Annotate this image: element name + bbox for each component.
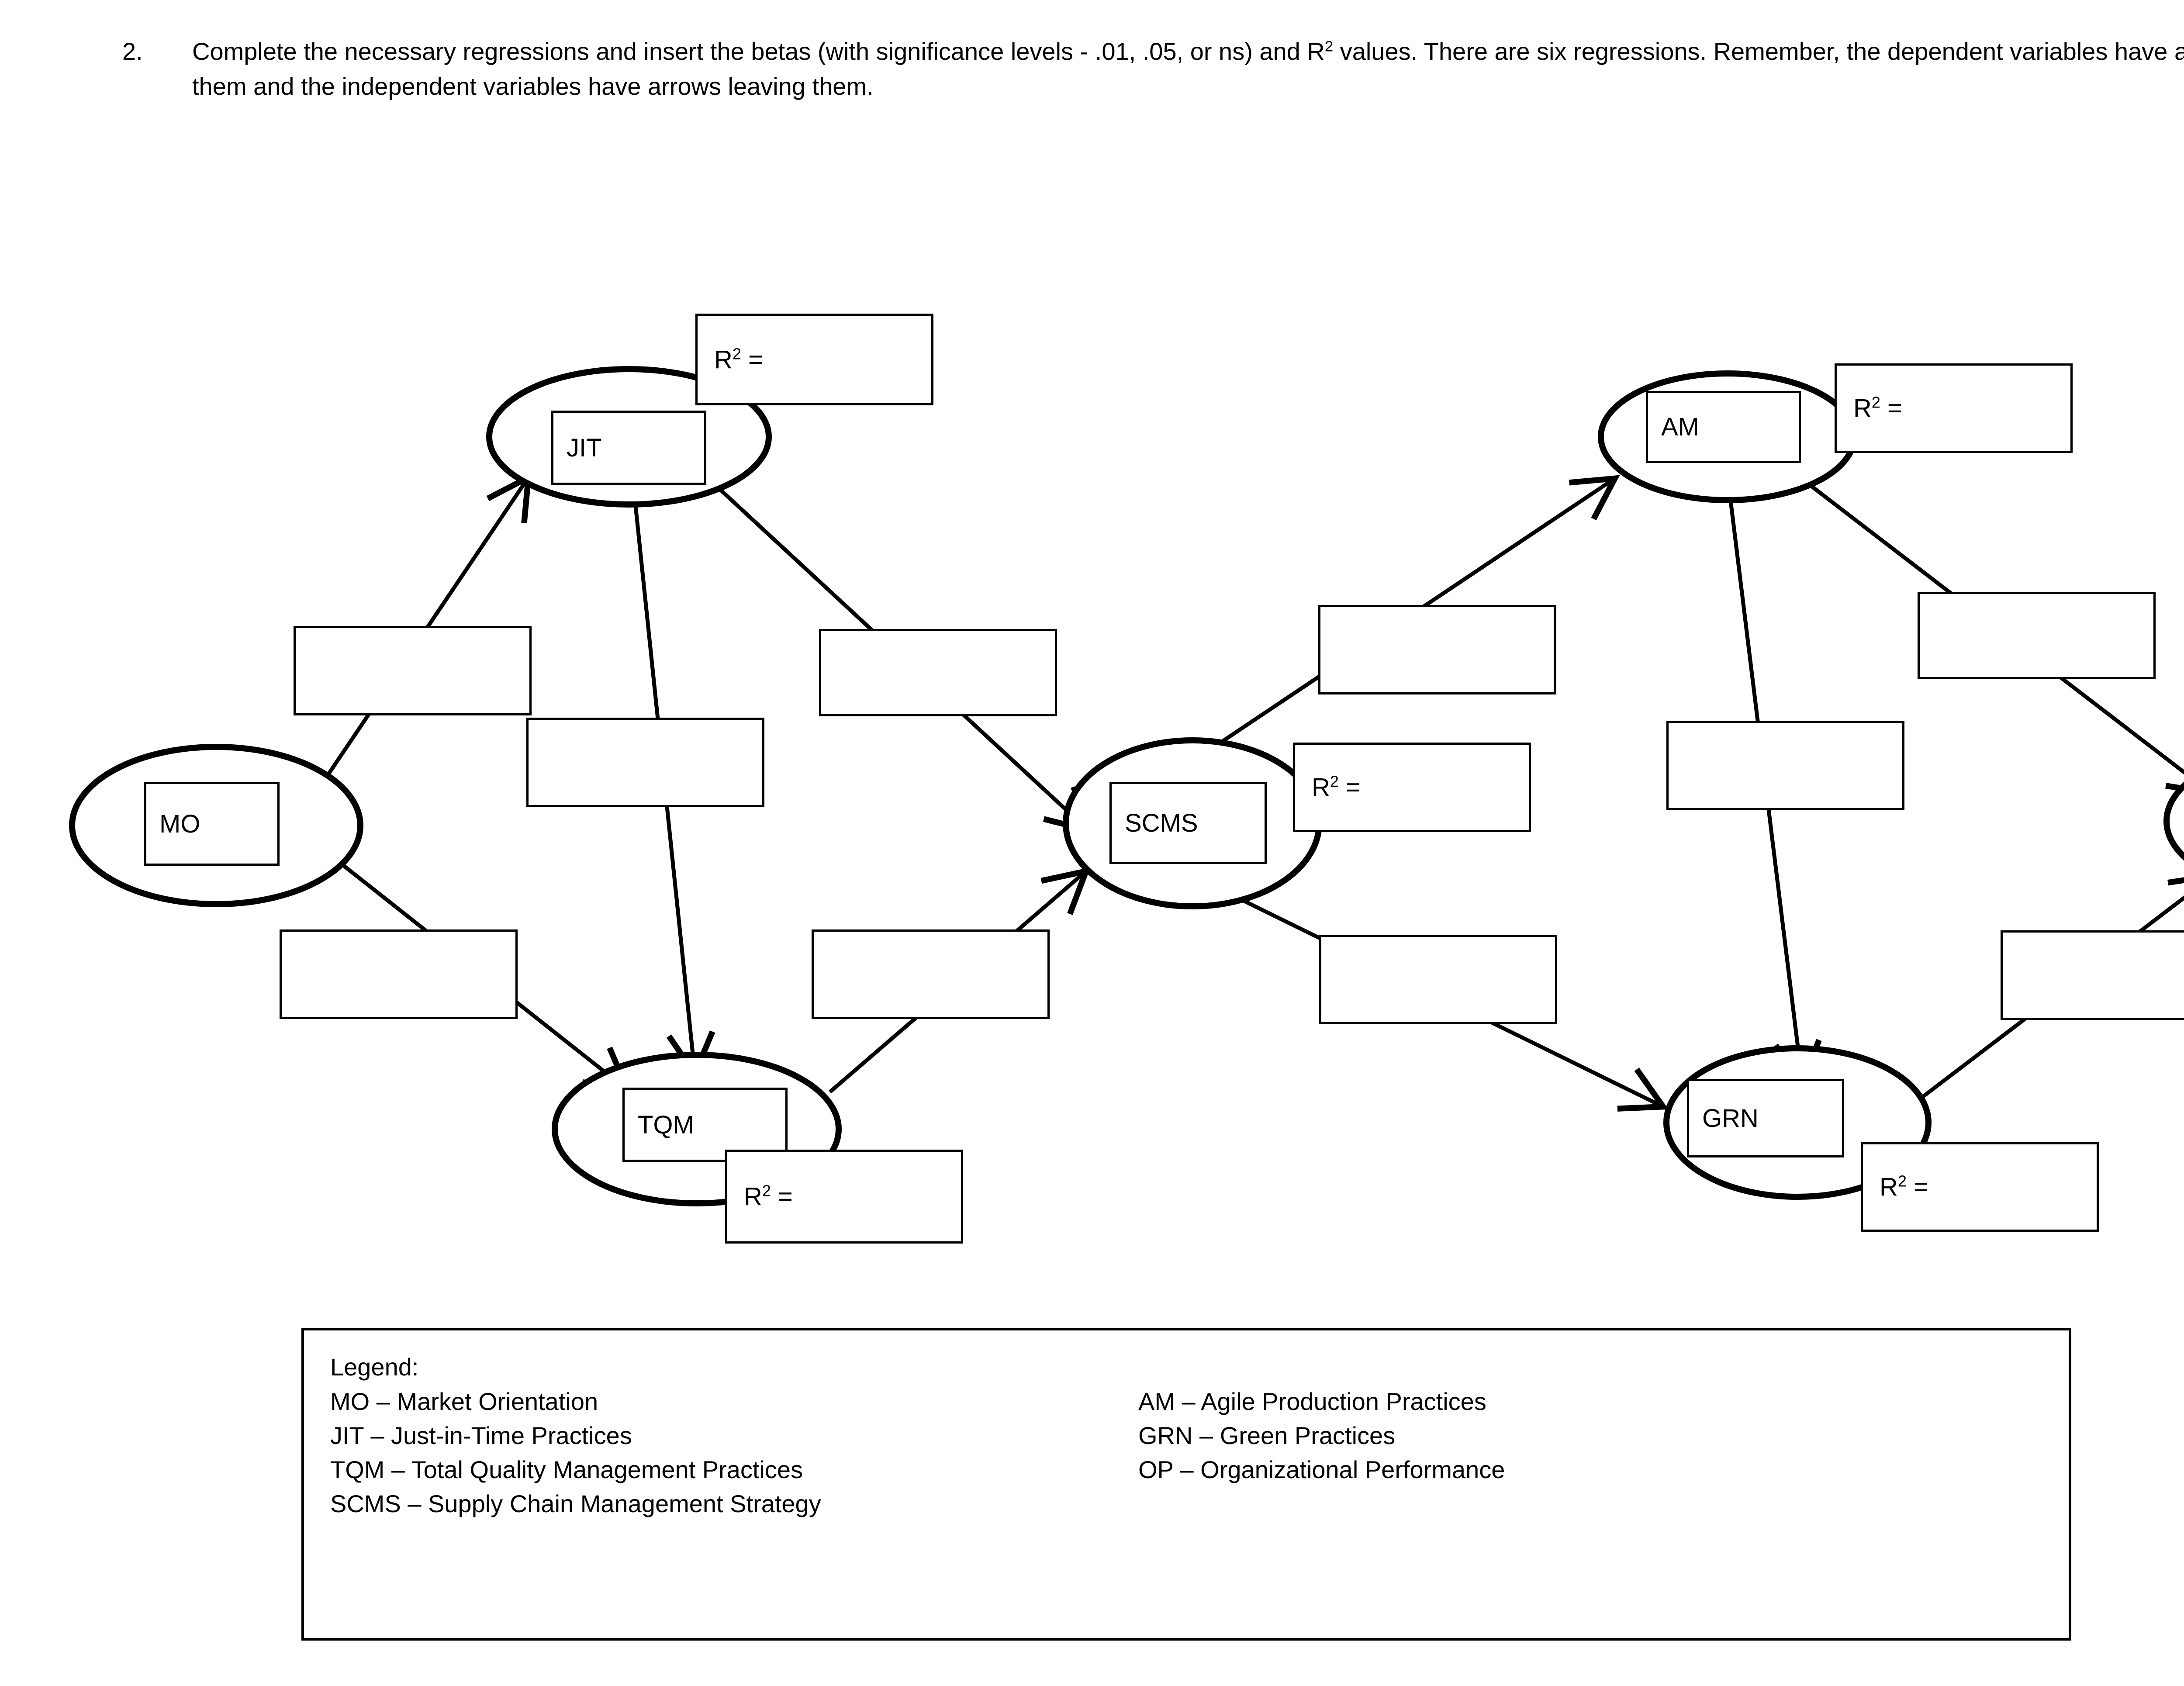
r2-box-grn[interactable]: R2 = <box>1861 1142 2099 1232</box>
node-label-grn: GRN <box>1687 1079 1844 1157</box>
beta-box-am-grn[interactable] <box>1666 721 1904 810</box>
legend-item-am: AM – Agile Production Practices <box>1138 1387 1486 1415</box>
r2-label-am: R2 = <box>1853 393 1902 422</box>
r2-box-tqm[interactable]: R2 = <box>725 1150 963 1244</box>
beta-box-scms-grn[interactable] <box>1319 935 1557 1024</box>
r2-label-scms: R2 = <box>1312 772 1361 802</box>
legend-item-jit: JIT – Just-in-Time Practices <box>330 1421 632 1449</box>
r-squared-superscript: 2 <box>1324 38 1334 55</box>
r2-label-grn: R2 = <box>1880 1172 1928 1201</box>
instruction-text-part1: Complete the necessary regressions and i… <box>192 38 1325 65</box>
node-ellipse-op <box>2163 781 2184 861</box>
r2-box-scms[interactable]: R2 = <box>1293 743 1531 832</box>
node-label-text-mo: MO <box>159 809 200 838</box>
legend-content: Legend: MO – Market Orientation JIT – Ju… <box>330 1351 2069 1638</box>
list-number: 2. <box>122 38 143 65</box>
r2-label-tqm: R2 = <box>744 1182 793 1211</box>
instruction-text: Complete the necessary regressions and i… <box>192 34 2184 104</box>
legend-column-left: MO – Market Orientation JIT – Just-in-Ti… <box>330 1386 1138 1522</box>
beta-box-grn-op[interactable] <box>2001 930 2184 1020</box>
node-label-mo: MO <box>144 782 280 866</box>
legend-item-tqm: TQM – Total Quality Management Practices <box>330 1455 803 1483</box>
r2-label-jit: R2 = <box>714 345 763 374</box>
r2-box-am[interactable]: R2 = <box>1835 363 2073 453</box>
legend-item-scms: SCMS – Supply Chain Management Strategy <box>330 1489 821 1517</box>
node-label-scms: SCMS <box>1109 782 1267 864</box>
node-label-tqm: TQM <box>622 1088 788 1162</box>
beta-box-tqm-scms[interactable] <box>812 929 1050 1019</box>
beta-box-mo-tqm[interactable] <box>280 929 518 1019</box>
node-label-jit: JIT <box>551 411 706 485</box>
node-label-text-grn: GRN <box>1702 1104 1759 1133</box>
legend-box: Legend: MO – Market Orientation JIT – Ju… <box>301 1328 2071 1641</box>
legend-column-right: AM – Agile Production Practices GRN – Gr… <box>1138 1386 1505 1522</box>
beta-box-scms-am[interactable] <box>1318 605 1556 694</box>
legend-item-mo: MO – Market Orientation <box>330 1387 598 1415</box>
legend-title: Legend: <box>330 1353 419 1381</box>
legend-columns: MO – Market Orientation JIT – Just-in-Ti… <box>330 1386 2069 1522</box>
beta-box-jit-scms[interactable] <box>819 629 1057 716</box>
node-label-text-jit: JIT <box>567 433 602 462</box>
instruction-paragraph: 2. Complete the necessary regressions an… <box>122 34 2184 104</box>
node-label-text-am: AM <box>1661 413 1699 441</box>
instruction-text-part2: values. There are six regressions. Remem… <box>192 38 2184 100</box>
legend-item-grn: GRN – Green Practices <box>1138 1421 1396 1449</box>
beta-box-jit-tqm[interactable] <box>526 718 764 807</box>
beta-box-am-op[interactable] <box>1918 592 2156 679</box>
r2-box-jit[interactable]: R2 = <box>695 314 933 405</box>
node-label-text-tqm: TQM <box>638 1110 694 1139</box>
beta-box-mo-jit[interactable] <box>294 626 532 715</box>
legend-item-op: OP – Organizational Performance <box>1138 1455 1505 1483</box>
node-label-am: AM <box>1646 391 1801 463</box>
node-label-text-scms: SCMS <box>1125 808 1198 837</box>
